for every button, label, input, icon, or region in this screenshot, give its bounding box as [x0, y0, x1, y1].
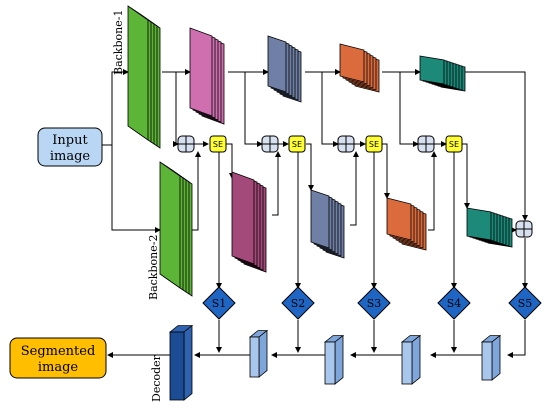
- side-output-label: S5: [518, 297, 533, 310]
- se-block-label: SE: [449, 140, 459, 149]
- side-output-3: S3: [357, 286, 391, 320]
- plus-icon: [516, 221, 532, 237]
- decoder-block-4: [480, 334, 502, 381]
- se-block-label: SE: [369, 140, 379, 149]
- plus-icon: [418, 136, 434, 152]
- output-box-line1: Segmented: [21, 344, 96, 359]
- se-block-shape: [209, 135, 227, 153]
- input-image-box: Input image: [37, 127, 103, 167]
- side-output-shape: [202, 286, 236, 320]
- decoder-block-main: [168, 324, 194, 401]
- backbone2-stage3-plate: [310, 189, 330, 249]
- se-block-shape: [288, 135, 306, 153]
- backbone2-stage2-plate: [231, 171, 255, 265]
- backbone1-stage1: [127, 5, 161, 149]
- backbone1-stage4: [339, 43, 380, 93]
- side-output-label: S1: [212, 297, 227, 310]
- side-output-1: S1: [202, 286, 236, 320]
- backbone2-stage1-plate: [159, 161, 181, 289]
- decoder-block-3-front: [401, 341, 413, 385]
- backbone2-stage5-plate: [466, 207, 492, 241]
- decoder-block-4-side: [491, 334, 501, 381]
- output-box-shape: [9, 337, 107, 379]
- feature-map-stacks: [127, 5, 513, 297]
- backbone2-stage4-plate: [386, 197, 412, 241]
- decoder-block-1-front: [249, 336, 260, 378]
- side-output-diamonds: S1 S2 S3 S4 S5: [202, 286, 542, 320]
- add-node-1: [177, 135, 195, 153]
- se-block-label: SE: [292, 140, 302, 149]
- add-node-3: [337, 135, 355, 153]
- side-output-5: S5: [508, 286, 542, 320]
- add-node-5: [515, 220, 533, 238]
- side-output-shape: [437, 286, 471, 320]
- input-box-line2: image: [50, 149, 91, 164]
- se-block-2: SE: [288, 135, 306, 153]
- se-block-3: SE: [365, 135, 383, 153]
- backbone1-stage4-plate: [339, 43, 365, 83]
- side-output-4: S4: [437, 286, 471, 320]
- side-output-label: S4: [447, 297, 462, 310]
- input-box-line1: Input: [52, 133, 88, 148]
- decoder-block-2-side: [334, 334, 344, 385]
- add-node-4: [417, 135, 435, 153]
- side-output-label: S2: [291, 297, 306, 310]
- side-output-2: S2: [281, 286, 315, 320]
- side-output-shape: [357, 286, 391, 320]
- decoder-block-main-front: [169, 331, 185, 401]
- se-block-1: SE: [209, 135, 227, 153]
- backbone2-stage4: [386, 197, 427, 251]
- decoder-block-3: [400, 334, 422, 385]
- backbone1-stage3: [267, 35, 302, 103]
- plus-icon: [178, 136, 194, 152]
- backbone2-label: Backbone-2: [147, 235, 160, 300]
- backbone1-stage5: [419, 55, 466, 92]
- plus-icon: [262, 136, 278, 152]
- backbone1-stage2: [189, 27, 225, 125]
- decoder-blocks: [168, 324, 502, 401]
- add-node-2: [261, 135, 279, 153]
- se-block-label: SE: [213, 140, 223, 149]
- se-block-4: SE: [445, 135, 463, 153]
- se-block-shape: [365, 135, 383, 153]
- side-output-label: S3: [367, 297, 382, 310]
- add-nodes: [177, 135, 533, 238]
- backbone1-stage2-plate: [189, 27, 213, 117]
- decoder-block-2: [323, 334, 345, 385]
- decoder-label: Decoder: [150, 354, 163, 402]
- connection-lines: [102, 69, 528, 358]
- plus-icon: [338, 136, 354, 152]
- decoder-block-main-side: [183, 324, 193, 401]
- backbone2-stage2: [231, 171, 267, 273]
- se-block-shape: [445, 135, 463, 153]
- segmented-image-box: Segmented image: [9, 337, 107, 379]
- side-output-shape: [281, 286, 315, 320]
- decoder-block-1: [248, 329, 269, 378]
- backbone2-stage5: [466, 207, 513, 248]
- backbone2-stage3: [310, 189, 345, 259]
- decoder-block-4-front: [481, 341, 493, 381]
- backbone1-stage1-plate: [127, 5, 149, 141]
- decoder-block-3-side: [411, 334, 421, 385]
- output-box-line2: image: [38, 360, 79, 375]
- backbone1-stage5-plate: [419, 55, 445, 85]
- decoder-block-2-front: [324, 341, 336, 385]
- decoder-block-1-side: [258, 329, 268, 378]
- backbone2-stage1: [159, 161, 193, 297]
- backbone1-stage3-plate: [267, 35, 287, 93]
- se-blocks: SE SE SE SE: [209, 135, 463, 153]
- side-output-shape: [508, 286, 542, 320]
- backbone1-label: Backbone-1: [112, 10, 125, 75]
- input-box-shape: [37, 127, 103, 167]
